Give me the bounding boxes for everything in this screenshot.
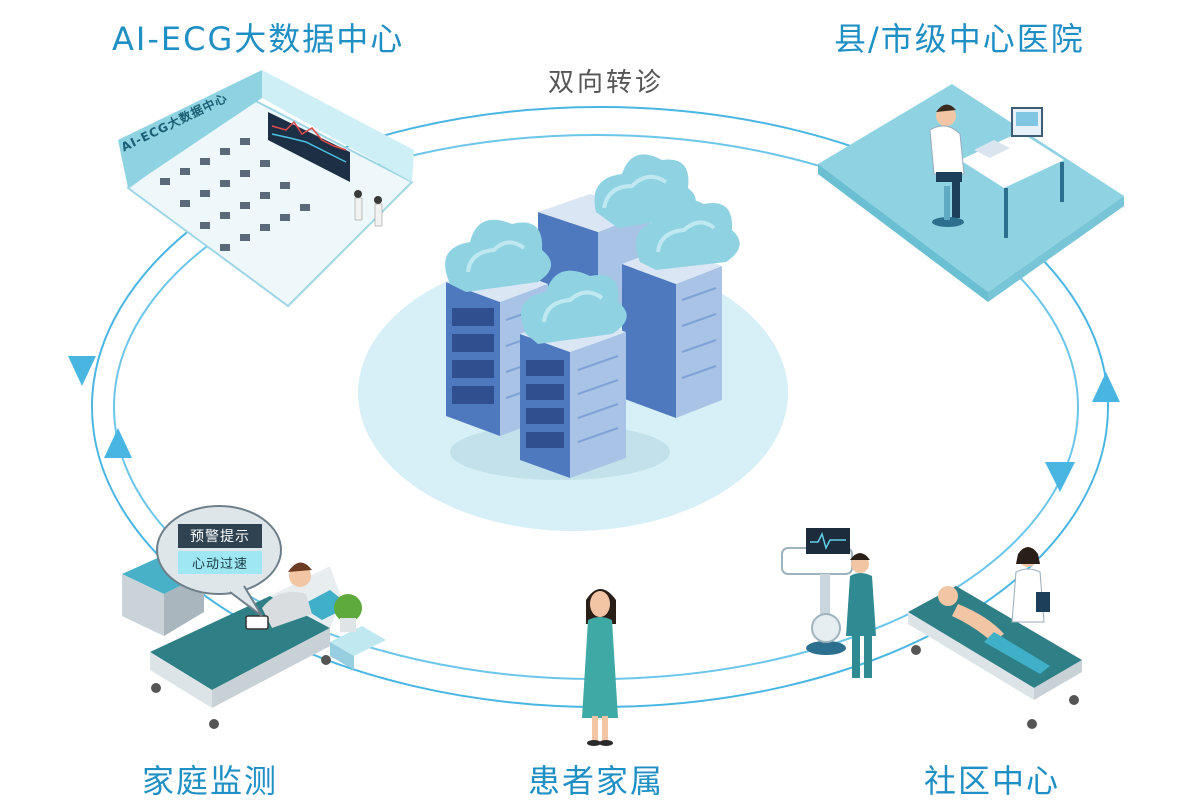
- nightstand: [330, 594, 386, 670]
- community-center-scene: [781, 528, 1082, 729]
- alert-message: 心动过速: [178, 551, 262, 574]
- label-family: 患者家属: [528, 762, 665, 800]
- family-member-figure: [582, 589, 618, 746]
- nurse-figure: [846, 553, 876, 678]
- doctor-standing-figure: [1011, 547, 1050, 623]
- alert-title: 预警提示: [178, 524, 262, 548]
- label-community-center: 社区中心: [924, 762, 1061, 800]
- server-tower-front: [520, 270, 627, 478]
- label-home-monitoring: 家庭监测: [142, 762, 279, 800]
- arrow-left-down: [68, 356, 96, 386]
- home-monitoring-scene: [122, 505, 386, 729]
- arrow-right-up: [1092, 372, 1120, 402]
- arrow-left-up: [104, 428, 132, 458]
- arrow-right-down: [1045, 462, 1075, 492]
- center-label-two-way-referral: 双向转诊: [548, 68, 665, 98]
- label-big-data-center: AI-ECG大数据中心: [112, 20, 405, 58]
- server-tower-right: [622, 198, 740, 418]
- hospital-platform: [818, 84, 1124, 292]
- operator-desks: [160, 138, 310, 251]
- room-video-wall: [268, 112, 350, 182]
- exam-bed: [908, 586, 1082, 729]
- lying-patient-figure: [938, 586, 1050, 674]
- cloud-servers: [358, 154, 788, 531]
- doctor-figure: [929, 104, 965, 227]
- ecg-device-icon: [245, 615, 269, 630]
- room-left-wall: [118, 70, 262, 188]
- room-back-wall: [262, 70, 414, 182]
- room-staff: [354, 190, 383, 227]
- label-hospital: 县/市级中心医院: [834, 20, 1085, 58]
- direction-arrows: [68, 356, 1120, 492]
- patient-figure: [262, 562, 312, 628]
- big-data-center-room: [118, 70, 414, 308]
- alert-box: 预警提示 心动过速: [178, 524, 262, 574]
- hospital-scene: [818, 84, 1124, 302]
- doctor-desk: [960, 107, 1064, 238]
- server-tower-left: [445, 219, 552, 436]
- ecg-machine: [781, 528, 853, 655]
